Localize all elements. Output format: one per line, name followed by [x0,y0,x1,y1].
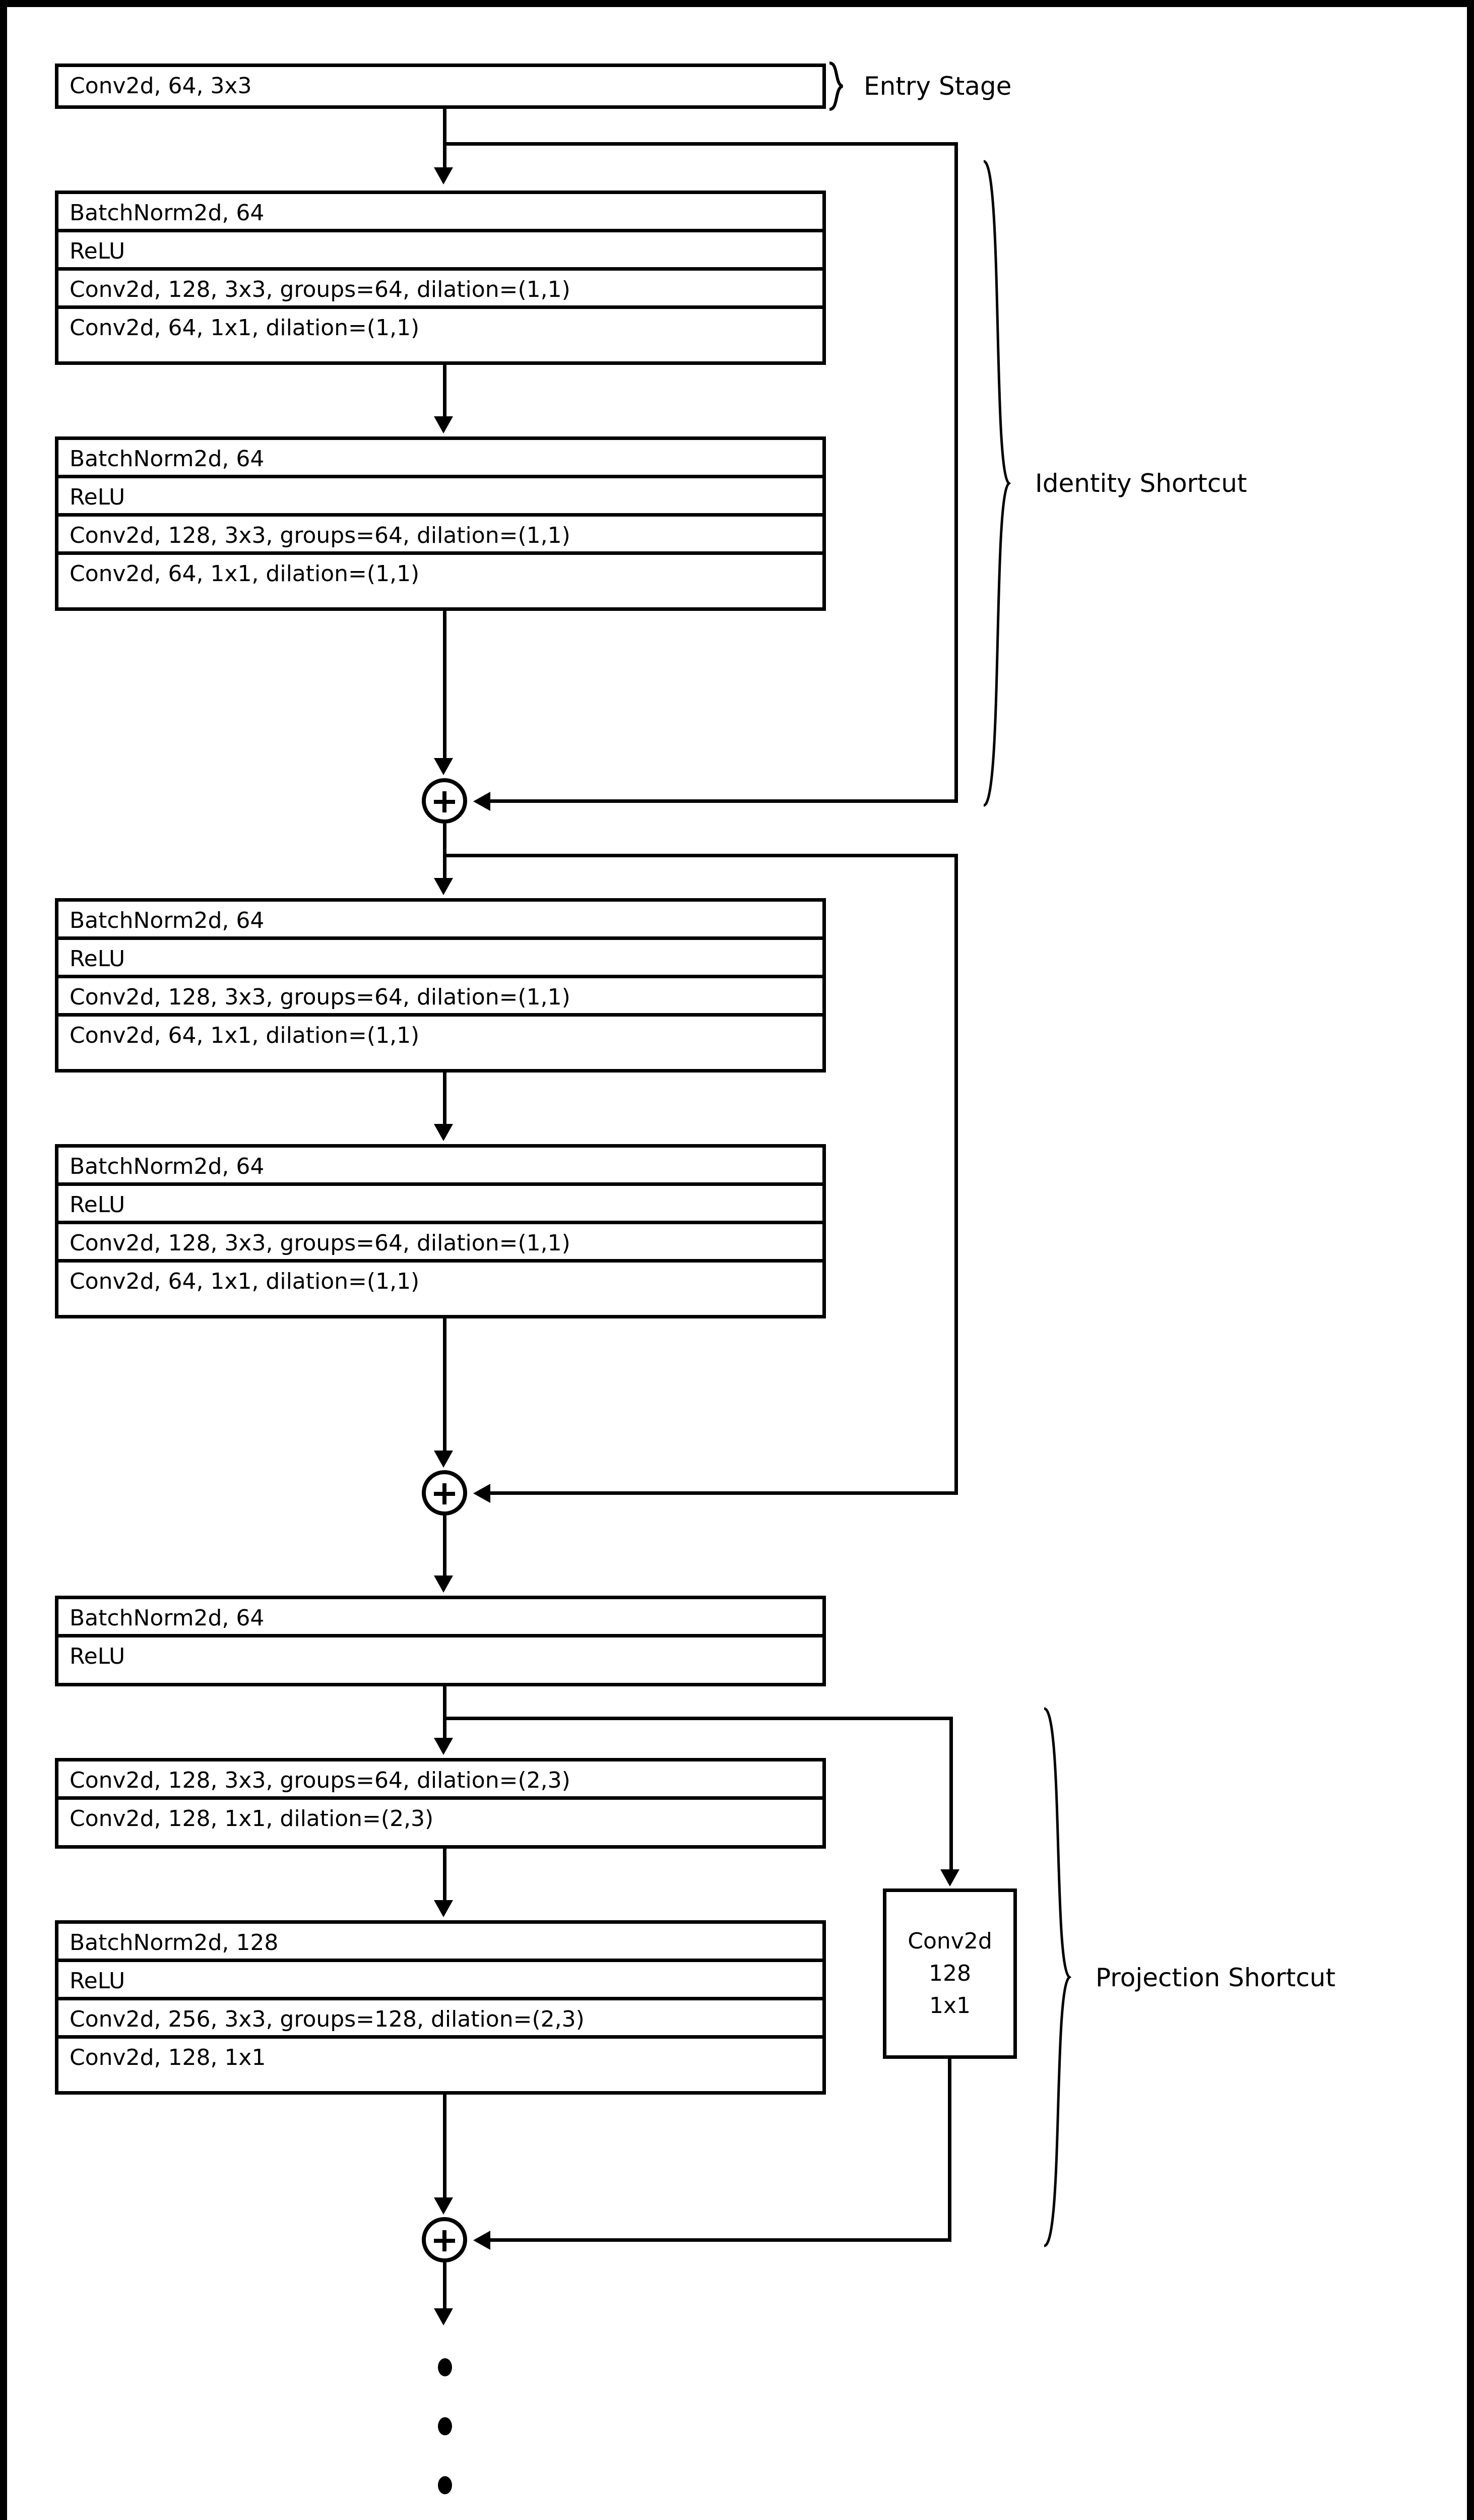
layer-row: BatchNorm2d, 64 [58,194,822,232]
arrow-skip1-into-sum [473,792,490,811]
residual-block-2a: BatchNorm2d, 64 ReLU Conv2d, 128, 3x3, g… [55,898,826,1073]
arrow-skip2-into-sum [473,1484,490,1503]
arrow-entry-to-res1a [434,167,453,184]
layer-row: Conv2d, 128, 3x3, groups=64, dilation=(1… [58,1224,822,1263]
layer-row: Conv2d, 128, 1x1 [58,2039,822,2077]
pre-projection-norm-block: BatchNorm2d, 64 ReLU [55,1596,826,1686]
skip1-bottom-branch [487,799,958,803]
layer-row: Conv2d, 64, 3x3 [58,67,822,105]
proj-skip-top-branch [443,1717,953,1720]
layer-row: ReLU [58,478,822,517]
arrow-sum1-to-res2a [434,878,453,895]
proj-skip-vertical-bottom [948,2059,951,2242]
projection-shortcut-label: Projection Shortcut [1096,1963,1336,1992]
arrow-proja-to-projb [434,1900,453,1917]
identity-shortcut-brace [980,158,1015,808]
layer-row: Conv2d, 64, 1x1, dilation=(1,1) [58,1017,822,1055]
layer-row: Conv2d, 128, 3x3, groups=64, dilation=(1… [58,517,822,555]
layer-row: Conv2d, 128, 1x1, dilation=(2,3) [58,1800,822,1838]
connector-sum1-down [443,824,446,882]
layer-row: Conv2d, 128, 3x3, groups=64, dilation=(1… [58,978,822,1017]
connector-res2a-down [443,1073,446,1128]
sum-node-3 [422,2217,467,2262]
layer-row: BatchNorm2d, 64 [58,1148,822,1186]
layer-row: Conv2d, 64, 1x1, dilation=(1,1) [58,1263,822,1301]
continuation-dot [438,2476,452,2494]
layer-row: Conv2d, 256, 3x3, groups=128, dilation=(… [58,2000,822,2039]
continuation-dot [438,2358,452,2376]
layer-row: ReLU [58,1962,822,2000]
layer-row: Conv2d, 128, 3x3, groups=64, dilation=(1… [58,271,822,309]
proj-skip-vertical-top [949,1717,953,1873]
continuation-dot [438,2417,452,2435]
arrow-proj-skip-into-sum [473,2231,490,2250]
entry-stage-brace [829,61,844,111]
skip1-top-branch [443,142,958,146]
shortcut-conv-line: Conv2d [908,1928,992,1955]
skip2-bottom-branch [487,1491,958,1495]
connector-res1b-down [443,611,446,762]
projection-block-a: Conv2d, 128, 3x3, groups=64, dilation=(2… [55,1758,826,1849]
arrow-res2b-to-sum2 [434,1451,453,1468]
connector-sum3-down [443,2262,446,2313]
arrow-res1a-to-res1b [434,416,453,433]
arrow-preproj-to-proja [434,1738,453,1755]
sum-node-2 [422,1470,467,1516]
projection-block-b: BatchNorm2d, 128 ReLU Conv2d, 256, 3x3, … [55,1920,826,2095]
layer-row: ReLU [58,232,822,271]
connector-proja-down [443,1849,446,1904]
connector-preproj-down [443,1686,446,1742]
arrow-res2a-to-res2b [434,1124,453,1141]
shortcut-conv-line: 1x1 [929,1992,971,2019]
arrow-sum2-to-preproj [434,1576,453,1593]
layer-row: Conv2d, 128, 3x3, groups=64, dilation=(2… [58,1761,822,1800]
identity-shortcut-label: Identity Shortcut [1035,469,1247,498]
sum-node-1 [422,778,467,824]
residual-block-2b: BatchNorm2d, 64 ReLU Conv2d, 128, 3x3, g… [55,1144,826,1318]
layer-row: BatchNorm2d, 64 [58,440,822,478]
residual-block-1b: BatchNorm2d, 64 ReLU Conv2d, 128, 3x3, g… [55,436,826,611]
entry-stage-label: Entry Stage [864,72,1012,101]
shortcut-conv-line: 128 [929,1961,971,1987]
connector-res2b-down [443,1318,446,1455]
residual-block-1a: BatchNorm2d, 64 ReLU Conv2d, 128, 3x3, g… [55,191,826,365]
layer-row: Conv2d, 64, 1x1, dilation=(1,1) [58,555,822,593]
layer-row: ReLU [58,1186,822,1224]
entry-stage-block: Conv2d, 64, 3x3 [55,64,826,109]
layer-row: BatchNorm2d, 64 [58,1599,822,1637]
skip2-vertical [954,854,958,1493]
layer-row: Conv2d, 64, 1x1, dilation=(1,1) [58,309,822,347]
arrow-res1b-to-sum1 [434,758,453,775]
projection-shortcut-brace [1040,1706,1075,2249]
proj-skip-bottom-branch [487,2238,951,2242]
skip1-vertical [954,142,958,801]
arrow-sum3-to-ellipsis [434,2308,453,2325]
skip2-top-branch [443,854,958,857]
connector-projb-down [443,2095,446,2204]
projection-shortcut-conv: Conv2d 128 1x1 [883,1888,1017,2059]
layer-row: BatchNorm2d, 128 [58,1924,822,1962]
arrow-proj-skip-to-conv [940,1869,959,1886]
layer-row: ReLU [58,1637,822,1676]
connector-entry-down [443,109,446,171]
connector-sum2-down [443,1516,446,1580]
arrow-projb-to-sum3 [434,2197,453,2215]
layer-row: ReLU [58,940,822,978]
layer-row: BatchNorm2d, 64 [58,902,822,940]
connector-res1a-down [443,365,446,420]
